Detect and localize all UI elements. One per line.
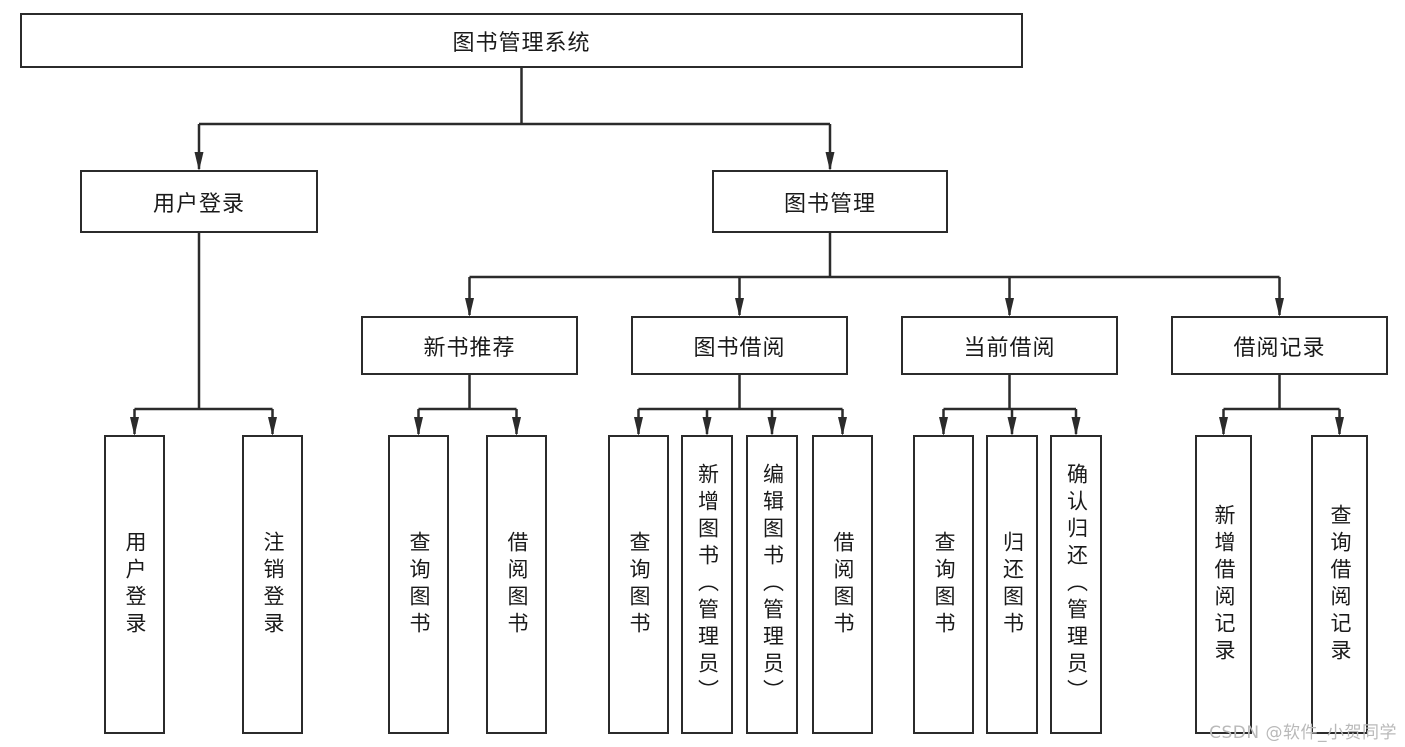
node-book-management-label: 图书管理 — [783, 191, 876, 217]
connector-arrowhead — [512, 417, 521, 436]
node-leaf-query-borrow-record[interactable]: 查询借阅记录 — [1311, 435, 1368, 734]
connector-arrowhead — [735, 298, 744, 317]
node-root[interactable]: 图书管理系统 — [20, 13, 1023, 68]
connector-arrowhead — [838, 417, 847, 436]
connector-arrowhead — [1335, 417, 1344, 436]
node-new-book-recommend[interactable]: 新书推荐 — [361, 316, 578, 375]
node-leaf-query-book-current-label: 查询图书 — [932, 530, 956, 639]
node-current-borrow-label: 当前借阅 — [963, 335, 1056, 361]
node-leaf-edit-book-label: 编辑图书（管理员） — [760, 463, 785, 706]
node-new-book-recommend-label: 新书推荐 — [423, 335, 516, 361]
node-root-label: 图书管理系统 — [452, 30, 591, 56]
node-leaf-logout-label: 注销登录 — [261, 530, 285, 639]
node-leaf-borrow-book-label: 借阅图书 — [831, 530, 855, 639]
node-book-borrow[interactable]: 图书借阅 — [631, 316, 848, 375]
csdn-watermark: CSDN @软件_小贺同学 — [1209, 723, 1397, 743]
connector-arrowhead — [1005, 298, 1014, 317]
node-leaf-return-book[interactable]: 归还图书 — [986, 435, 1038, 734]
connector-arrowhead — [414, 417, 423, 436]
node-user-login-label: 用户登录 — [152, 191, 245, 217]
node-leaf-query-book-borrow-label: 查询图书 — [627, 530, 651, 639]
node-leaf-confirm-return-label: 确认归还（管理员） — [1064, 463, 1089, 706]
node-leaf-borrow-book[interactable]: 借阅图书 — [812, 435, 873, 734]
node-leaf-user-login-label: 用户登录 — [123, 530, 147, 639]
node-leaf-add-book-label: 新增图书（管理员） — [695, 463, 720, 706]
node-borrow-record-label: 借阅记录 — [1233, 335, 1326, 361]
node-leaf-borrow-book-recommend[interactable]: 借阅图书 — [486, 435, 547, 734]
node-leaf-borrow-book-recommend-label: 借阅图书 — [505, 530, 529, 639]
node-leaf-query-book-recommend-label: 查询图书 — [407, 530, 431, 639]
connector-arrowhead — [465, 298, 474, 317]
node-user-login[interactable]: 用户登录 — [80, 170, 318, 233]
node-book-management[interactable]: 图书管理 — [712, 170, 948, 233]
connector-arrowhead — [702, 417, 712, 436]
node-leaf-query-book-current[interactable]: 查询图书 — [913, 435, 974, 734]
connector-arrowhead — [130, 417, 139, 436]
node-leaf-add-borrow-record-label: 新增借阅记录 — [1212, 503, 1236, 666]
node-leaf-return-book-label: 归还图书 — [1000, 530, 1025, 639]
connector-arrowhead — [767, 417, 777, 436]
connector-arrowhead — [825, 152, 835, 171]
connector-arrowhead — [1275, 298, 1284, 317]
node-leaf-add-book[interactable]: 新增图书（管理员） — [681, 435, 733, 734]
node-leaf-query-book-recommend[interactable]: 查询图书 — [388, 435, 449, 734]
node-leaf-user-login[interactable]: 用户登录 — [104, 435, 165, 734]
connector-arrowhead — [939, 417, 948, 436]
node-leaf-confirm-return[interactable]: 确认归还（管理员） — [1050, 435, 1102, 734]
node-leaf-logout[interactable]: 注销登录 — [242, 435, 303, 734]
node-book-borrow-label: 图书借阅 — [693, 335, 786, 361]
node-borrow-record[interactable]: 借阅记录 — [1171, 316, 1388, 375]
connector-arrowhead — [268, 417, 277, 436]
connector-arrowhead — [1007, 417, 1017, 436]
node-leaf-edit-book[interactable]: 编辑图书（管理员） — [746, 435, 798, 734]
node-leaf-query-book-borrow[interactable]: 查询图书 — [608, 435, 669, 734]
connector-arrowhead — [1071, 417, 1081, 436]
connector-arrowhead — [634, 417, 643, 436]
node-leaf-query-borrow-record-label: 查询借阅记录 — [1328, 503, 1352, 666]
node-leaf-add-borrow-record[interactable]: 新增借阅记录 — [1195, 435, 1252, 734]
node-current-borrow[interactable]: 当前借阅 — [901, 316, 1118, 375]
connector-arrowhead — [1219, 417, 1228, 436]
connector-arrowhead — [194, 152, 204, 171]
